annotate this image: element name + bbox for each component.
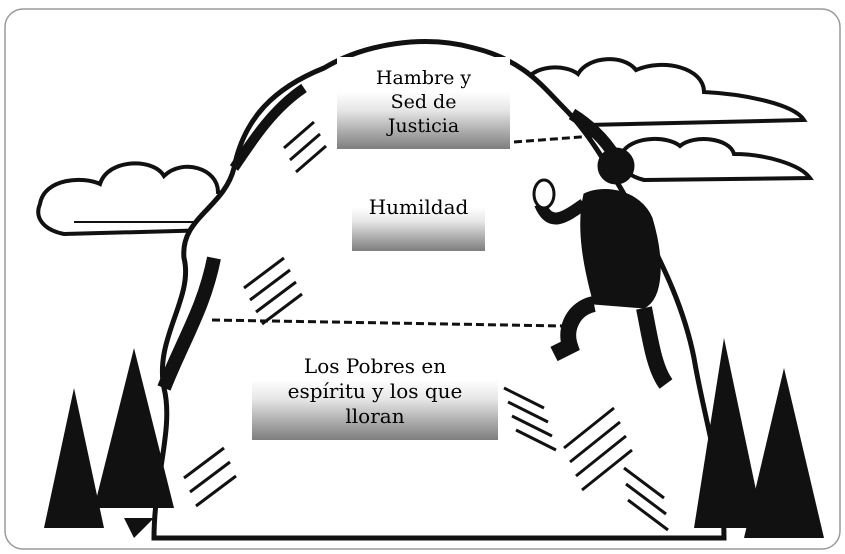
cloud-right-drawing xyxy=(519,57,814,183)
climber-figure-drawing xyxy=(532,108,673,389)
label-los-pobres-en-espiritu: Los Pobres en espíritu y los que lloran xyxy=(252,343,498,440)
cloud-left-drawing xyxy=(36,161,233,237)
trees-right-drawing xyxy=(694,338,824,538)
label-pobres-text: Los Pobres en espíritu y los que lloran xyxy=(287,354,463,428)
label-hambre-text: Hambre y Sed de Justicia xyxy=(375,67,472,137)
trees-left-drawing xyxy=(44,348,174,538)
label-humildad: Humildad xyxy=(352,181,485,251)
label-hambre-y-sed-de-justicia: Hambre y Sed de Justicia xyxy=(337,57,510,149)
label-humildad-text: Humildad xyxy=(368,195,469,219)
